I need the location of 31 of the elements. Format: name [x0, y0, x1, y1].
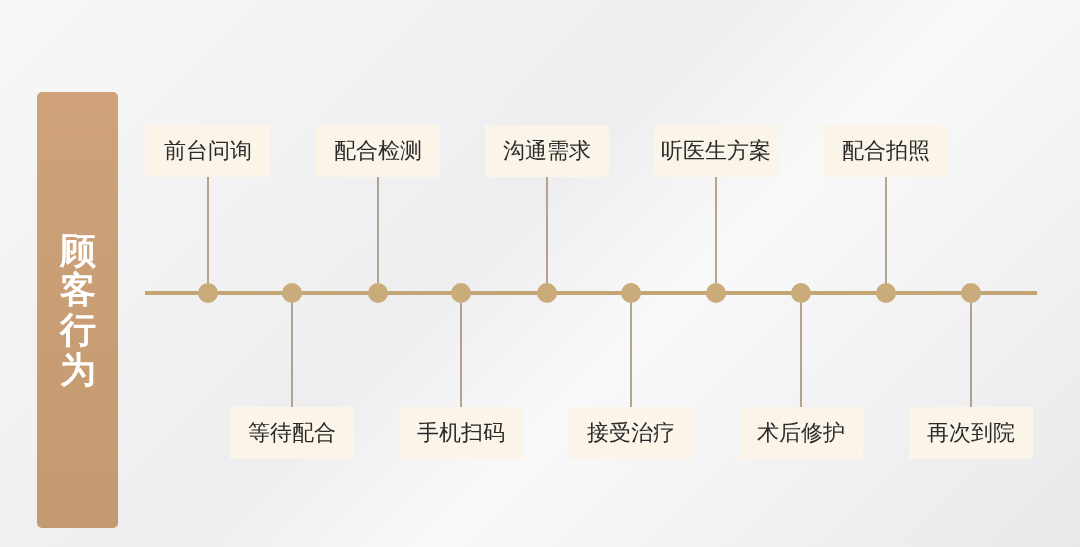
timeline-dot	[706, 283, 726, 303]
step-label: 接受治疗	[569, 407, 693, 459]
leader-line	[885, 176, 887, 284]
timeline-dot	[282, 283, 302, 303]
step-label: 沟通需求	[485, 125, 609, 177]
timeline-dot	[537, 283, 557, 303]
step-label: 术后修护	[739, 407, 863, 459]
leader-line	[546, 176, 548, 284]
category-panel: 顾客行为	[37, 92, 118, 528]
timeline-dot	[621, 283, 641, 303]
leader-line	[715, 176, 717, 284]
step-label: 配合检测	[316, 125, 440, 177]
step-label: 再次到院	[909, 407, 1033, 459]
leader-line	[460, 302, 462, 408]
step-label: 等待配合	[230, 407, 354, 459]
leader-line	[970, 302, 972, 408]
step-label: 前台问询	[146, 125, 270, 177]
step-label: 手机扫码	[399, 407, 523, 459]
leader-line	[207, 176, 209, 284]
timeline-dot	[961, 283, 981, 303]
timeline-dot	[368, 283, 388, 303]
timeline-dot	[876, 283, 896, 303]
timeline-dot	[198, 283, 218, 303]
step-label: 配合拍照	[824, 125, 948, 177]
leader-line	[377, 176, 379, 284]
step-label: 听医生方案	[654, 125, 778, 177]
leader-line	[800, 302, 802, 408]
leader-line	[291, 302, 293, 408]
leader-line	[630, 302, 632, 408]
timeline-dot	[791, 283, 811, 303]
timeline-dot	[451, 283, 471, 303]
